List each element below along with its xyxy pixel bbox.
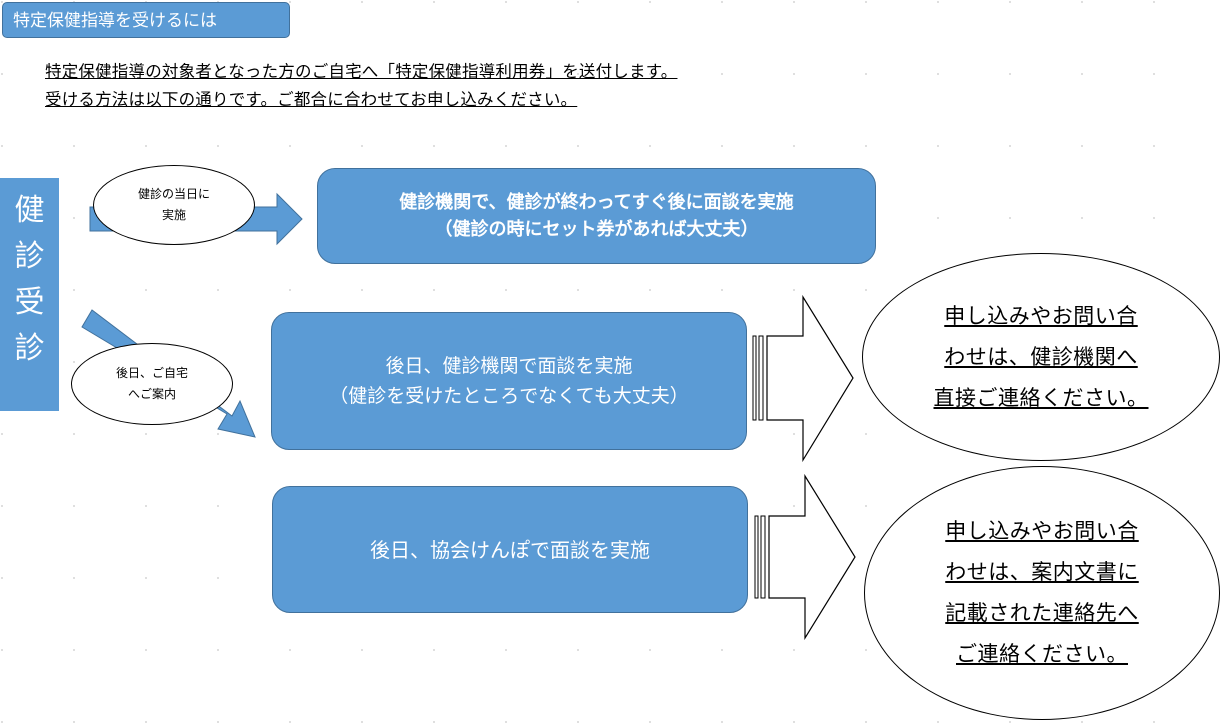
contact-oval-clinic: 申し込みやお問い合 わせは、健診機関へ 直接ご連絡ください。 bbox=[862, 253, 1220, 461]
side-label-char: 健 bbox=[14, 193, 45, 228]
route-label-line: 実施 bbox=[161, 208, 186, 222]
contact-line: 申し込みやお問い合 bbox=[944, 303, 1138, 328]
route-label-line: へご案内 bbox=[127, 387, 176, 401]
contact-line: わせは、健診機関へ bbox=[944, 344, 1138, 369]
route-label-line: 後日、ご自宅 bbox=[115, 366, 188, 380]
side-label-kenshin-jushin: 健 診 受 診 bbox=[0, 178, 59, 411]
side-label-char: 受 bbox=[14, 285, 45, 320]
striped-arrow-clinic bbox=[752, 294, 854, 463]
contact-line: わせは、案内文書に bbox=[945, 560, 1139, 584]
box-line: 後日、健診機関で面談を実施 bbox=[385, 355, 633, 377]
box-same-day-interview: 健診機関で、健診が終わってすぐ後に面談を実施 （健診の時にセット券があれば大丈夫… bbox=[317, 168, 876, 264]
contact-line: 直接ご連絡ください。 bbox=[933, 385, 1149, 410]
contact-oval-kyokai: 申し込みやお問い合 わせは、案内文書に 記載された連絡先へ ご連絡ください。 bbox=[864, 466, 1220, 720]
box-line: （健診の時にセット券があれば大丈夫） bbox=[434, 219, 759, 240]
intro-line-2: 受ける方法は以下の通りです。ご都合に合わせてお申し込みください。 bbox=[45, 90, 578, 109]
box-later-kyokai-interview: 後日、協会けんぽで面談を実施 bbox=[272, 486, 748, 613]
box-line: （健診を受けたところでなくても大丈夫） bbox=[329, 385, 689, 407]
route-label-later: 後日、ご自宅 へご案内 bbox=[71, 343, 233, 425]
intro-line-1: 特定保健指導の対象者となった方のご自宅へ「特定保健指導利用券」を送付します。 bbox=[45, 62, 678, 81]
box-line: 後日、協会けんぽで面談を実施 bbox=[370, 537, 650, 562]
section-title: 特定保健指導を受けるには bbox=[2, 2, 290, 38]
side-label-char: 診 bbox=[14, 239, 45, 274]
box-line: 健診機関で、健診が終わってすぐ後に面談を実施 bbox=[399, 192, 794, 213]
box-later-clinic-interview: 後日、健診機関で面談を実施 （健診を受けたところでなくても大丈夫） bbox=[271, 312, 747, 450]
striped-arrow-kyokai bbox=[754, 473, 856, 641]
contact-line: 申し込みやお問い合 bbox=[945, 519, 1139, 543]
route-label-same-day: 健診の当日に 実施 bbox=[93, 165, 255, 245]
contact-line: 記載された連絡先へ bbox=[945, 601, 1139, 625]
route-label-line: 健診の当日に bbox=[137, 187, 210, 201]
contact-line: ご連絡ください。 bbox=[956, 642, 1128, 666]
side-label-char: 診 bbox=[14, 331, 45, 366]
